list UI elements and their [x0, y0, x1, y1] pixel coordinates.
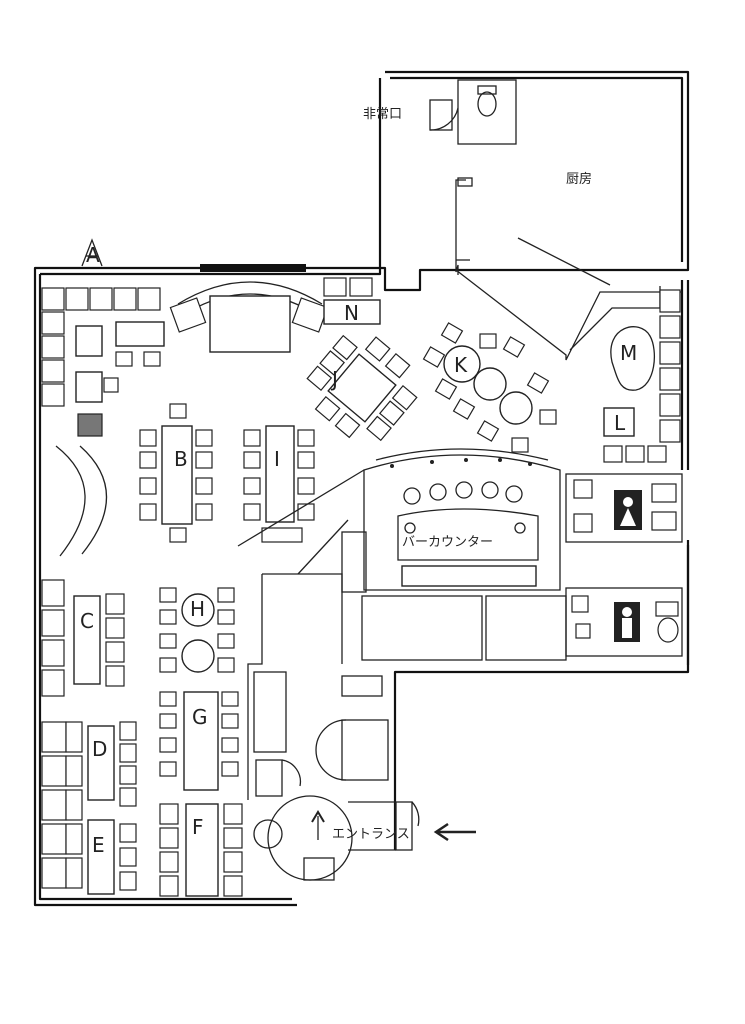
zone-m	[569, 286, 681, 443]
left-banquette	[41, 721, 83, 889]
zone-f	[159, 803, 243, 897]
zone-c	[41, 579, 125, 697]
zone-h	[159, 587, 235, 673]
entrance	[253, 795, 420, 881]
zone-label-m: M	[620, 341, 637, 365]
zone-label-k: K	[454, 353, 468, 377]
zone-label-j: J	[330, 367, 338, 391]
entrance-label: エントランス	[332, 827, 410, 842]
zone-label-a: A	[86, 243, 100, 267]
zone-label-h: H	[190, 597, 205, 621]
zone-i	[243, 425, 315, 543]
bar-counter	[341, 448, 567, 661]
zone-label-d: D	[92, 737, 107, 761]
up-arrow-icon	[311, 810, 325, 840]
curved-booth	[55, 445, 108, 557]
zone-n	[323, 277, 381, 325]
zone-b	[139, 403, 213, 543]
zone-e	[87, 819, 137, 895]
zone-d	[87, 721, 137, 807]
zone-label-g: G	[192, 705, 208, 729]
left-arrow-icon	[433, 822, 476, 842]
bar-counter-label: バーカウンター	[402, 535, 493, 550]
zone-label-l: L	[614, 411, 626, 435]
zone-g	[159, 691, 239, 791]
zone-a-banquette	[41, 287, 165, 437]
zone-k	[422, 322, 557, 453]
zone-a-marker	[81, 238, 103, 267]
zone-label-e: E	[92, 833, 105, 857]
outer-walls	[33, 70, 690, 907]
zone-j	[306, 334, 418, 442]
zone-label-b: B	[174, 447, 188, 471]
zone-label-i: I	[274, 447, 280, 471]
zone-label-f: F	[192, 815, 204, 839]
restroom-male	[565, 587, 683, 657]
zone-label-n: N	[344, 301, 359, 325]
restroom-female	[565, 473, 683, 543]
corridor	[237, 469, 389, 800]
zone-l	[603, 407, 667, 463]
kitchen-label: 厨房	[566, 171, 592, 187]
emergency-exit-area	[429, 79, 517, 145]
zone-label-c: C	[80, 609, 94, 633]
emergency-exit-label: 非常口	[363, 107, 402, 122]
stage	[169, 264, 329, 353]
kitchen	[455, 177, 682, 361]
